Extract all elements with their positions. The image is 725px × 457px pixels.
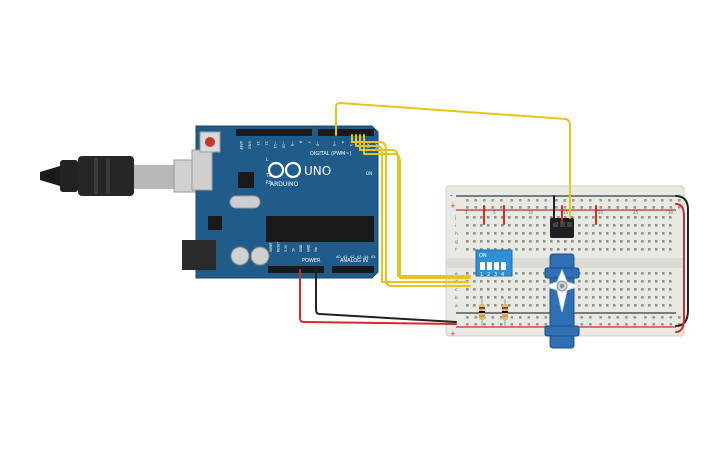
dip-toggle-3[interactable] <box>494 262 499 270</box>
digital-pin-label: ~9 <box>290 141 294 146</box>
arduino-uno-board[interactable]: ARDUINO UNO DIGITAL (PWM~) POWER ANALOG … <box>182 125 379 279</box>
dip-number: 1 <box>480 272 483 278</box>
analog-pin-label: A1 <box>343 255 348 259</box>
arduino-logo-right <box>284 161 302 179</box>
dip-toggle-2[interactable] <box>487 262 492 270</box>
digital-pin-label: TX 1 <box>366 140 370 149</box>
power-pin-label: RESET <box>277 242 281 252</box>
analog-pin-label: A3 <box>357 255 362 259</box>
digital-pin-label: 4 <box>341 141 345 144</box>
column-number: 30 <box>668 210 674 215</box>
brand-label: ARDUINO <box>270 181 299 188</box>
on-led-label: ON <box>366 171 372 176</box>
power-pin-label: 5V <box>292 247 296 252</box>
capacitor-2 <box>250 246 270 266</box>
power-pin-label: GND <box>307 244 311 252</box>
digital-pin-label: 8 <box>299 141 303 143</box>
model-label: UNO <box>304 164 331 178</box>
wire-yellow-signal[interactable] <box>335 102 571 219</box>
servo-motor[interactable] <box>542 253 582 349</box>
power-header-label: POWER <box>302 258 321 264</box>
power-pin-label: Vin <box>314 247 318 252</box>
column-number: 15 <box>563 210 569 215</box>
row-letter-bottom: a <box>455 304 458 309</box>
power-pin-label: IOREF <box>269 242 273 252</box>
power-header <box>268 266 324 273</box>
row-letter-bottom: e <box>455 272 458 277</box>
row-letter-bottom: b <box>455 295 458 301</box>
dip-number: 2 <box>487 272 490 278</box>
column-number: 10 <box>528 210 534 215</box>
servo-connector <box>550 218 574 238</box>
digital-header-right <box>318 129 374 136</box>
column-number: 25 <box>633 210 639 215</box>
digital-header-label: DIGITAL (PWM~) <box>310 151 352 157</box>
l-led-label: L <box>266 157 269 162</box>
wire-black-gnd[interactable] <box>315 269 457 323</box>
resistor-2[interactable] <box>502 299 508 327</box>
digital-pin-label: AREF <box>239 141 243 150</box>
rail-plus-label: + <box>450 202 456 210</box>
reset-button-cap <box>205 137 215 147</box>
digital-pin-label: 7 <box>307 141 311 143</box>
wire-black-rail[interactable] <box>675 195 689 327</box>
digital-pin-label: ~10 <box>282 141 286 148</box>
power-pin-label: 3.3V <box>284 244 288 252</box>
digital-pin-label: GND <box>248 141 252 149</box>
wire-yellow-3[interactable] <box>359 134 471 277</box>
row-letter-top: h <box>455 231 458 237</box>
dip-number: 4 <box>501 272 504 278</box>
usb-chip <box>238 172 254 188</box>
digital-pin-label: ~3 <box>349 141 353 146</box>
power-pin-label: GND <box>299 244 303 252</box>
row-letter-top: g <box>455 240 458 245</box>
row-letter-top: i <box>455 223 456 229</box>
usb-cable <box>40 156 215 196</box>
analog-pin-label: A0 <box>336 255 341 259</box>
digital-header-left <box>236 129 312 136</box>
wire-yellow-4[interactable] <box>363 134 471 279</box>
row-letter-bottom: c <box>455 288 458 293</box>
row-letter-top: j <box>454 215 456 221</box>
dip-number: 3 <box>494 272 497 278</box>
analog-pin-label: A2 <box>350 255 355 259</box>
analog-header <box>332 266 374 273</box>
crystal <box>229 195 261 209</box>
wire-yellow-2[interactable] <box>355 134 469 283</box>
rail-minus-label: - <box>450 192 453 200</box>
rx-led-label: RX <box>266 180 272 185</box>
analog-pin-label: A4 <box>364 255 369 259</box>
wire-red-rail[interactable] <box>675 203 685 333</box>
analog-pin-label: A5 <box>371 255 376 259</box>
digital-pin-label: ~11 <box>273 141 277 148</box>
rail-plus-label-bottom: + <box>450 330 456 338</box>
analog-header-label: ANALOG IN <box>340 258 368 264</box>
column-number: 1 <box>465 210 468 215</box>
dip-toggle-1[interactable] <box>480 262 485 270</box>
column-number: 20 <box>598 210 604 215</box>
wire-red-5v[interactable] <box>299 269 457 325</box>
digital-pin-label: 12 <box>265 141 269 145</box>
dip-toggle-4[interactable] <box>501 262 506 270</box>
row-letter-top: f <box>455 247 457 253</box>
digital-pin-label: ~6 <box>316 141 320 146</box>
column-number: 5 <box>493 210 496 215</box>
digital-pin-label: 13 <box>256 141 260 145</box>
capacitor-1 <box>230 246 250 266</box>
regulator <box>208 216 222 230</box>
digital-pin-label: ~5 <box>332 141 336 146</box>
tx-led-label: TX <box>265 173 271 178</box>
dip-on-label: ON <box>479 253 487 259</box>
atmega-chip <box>266 216 374 242</box>
resistor-1[interactable] <box>479 299 485 327</box>
arduino-logo-left <box>267 161 285 179</box>
